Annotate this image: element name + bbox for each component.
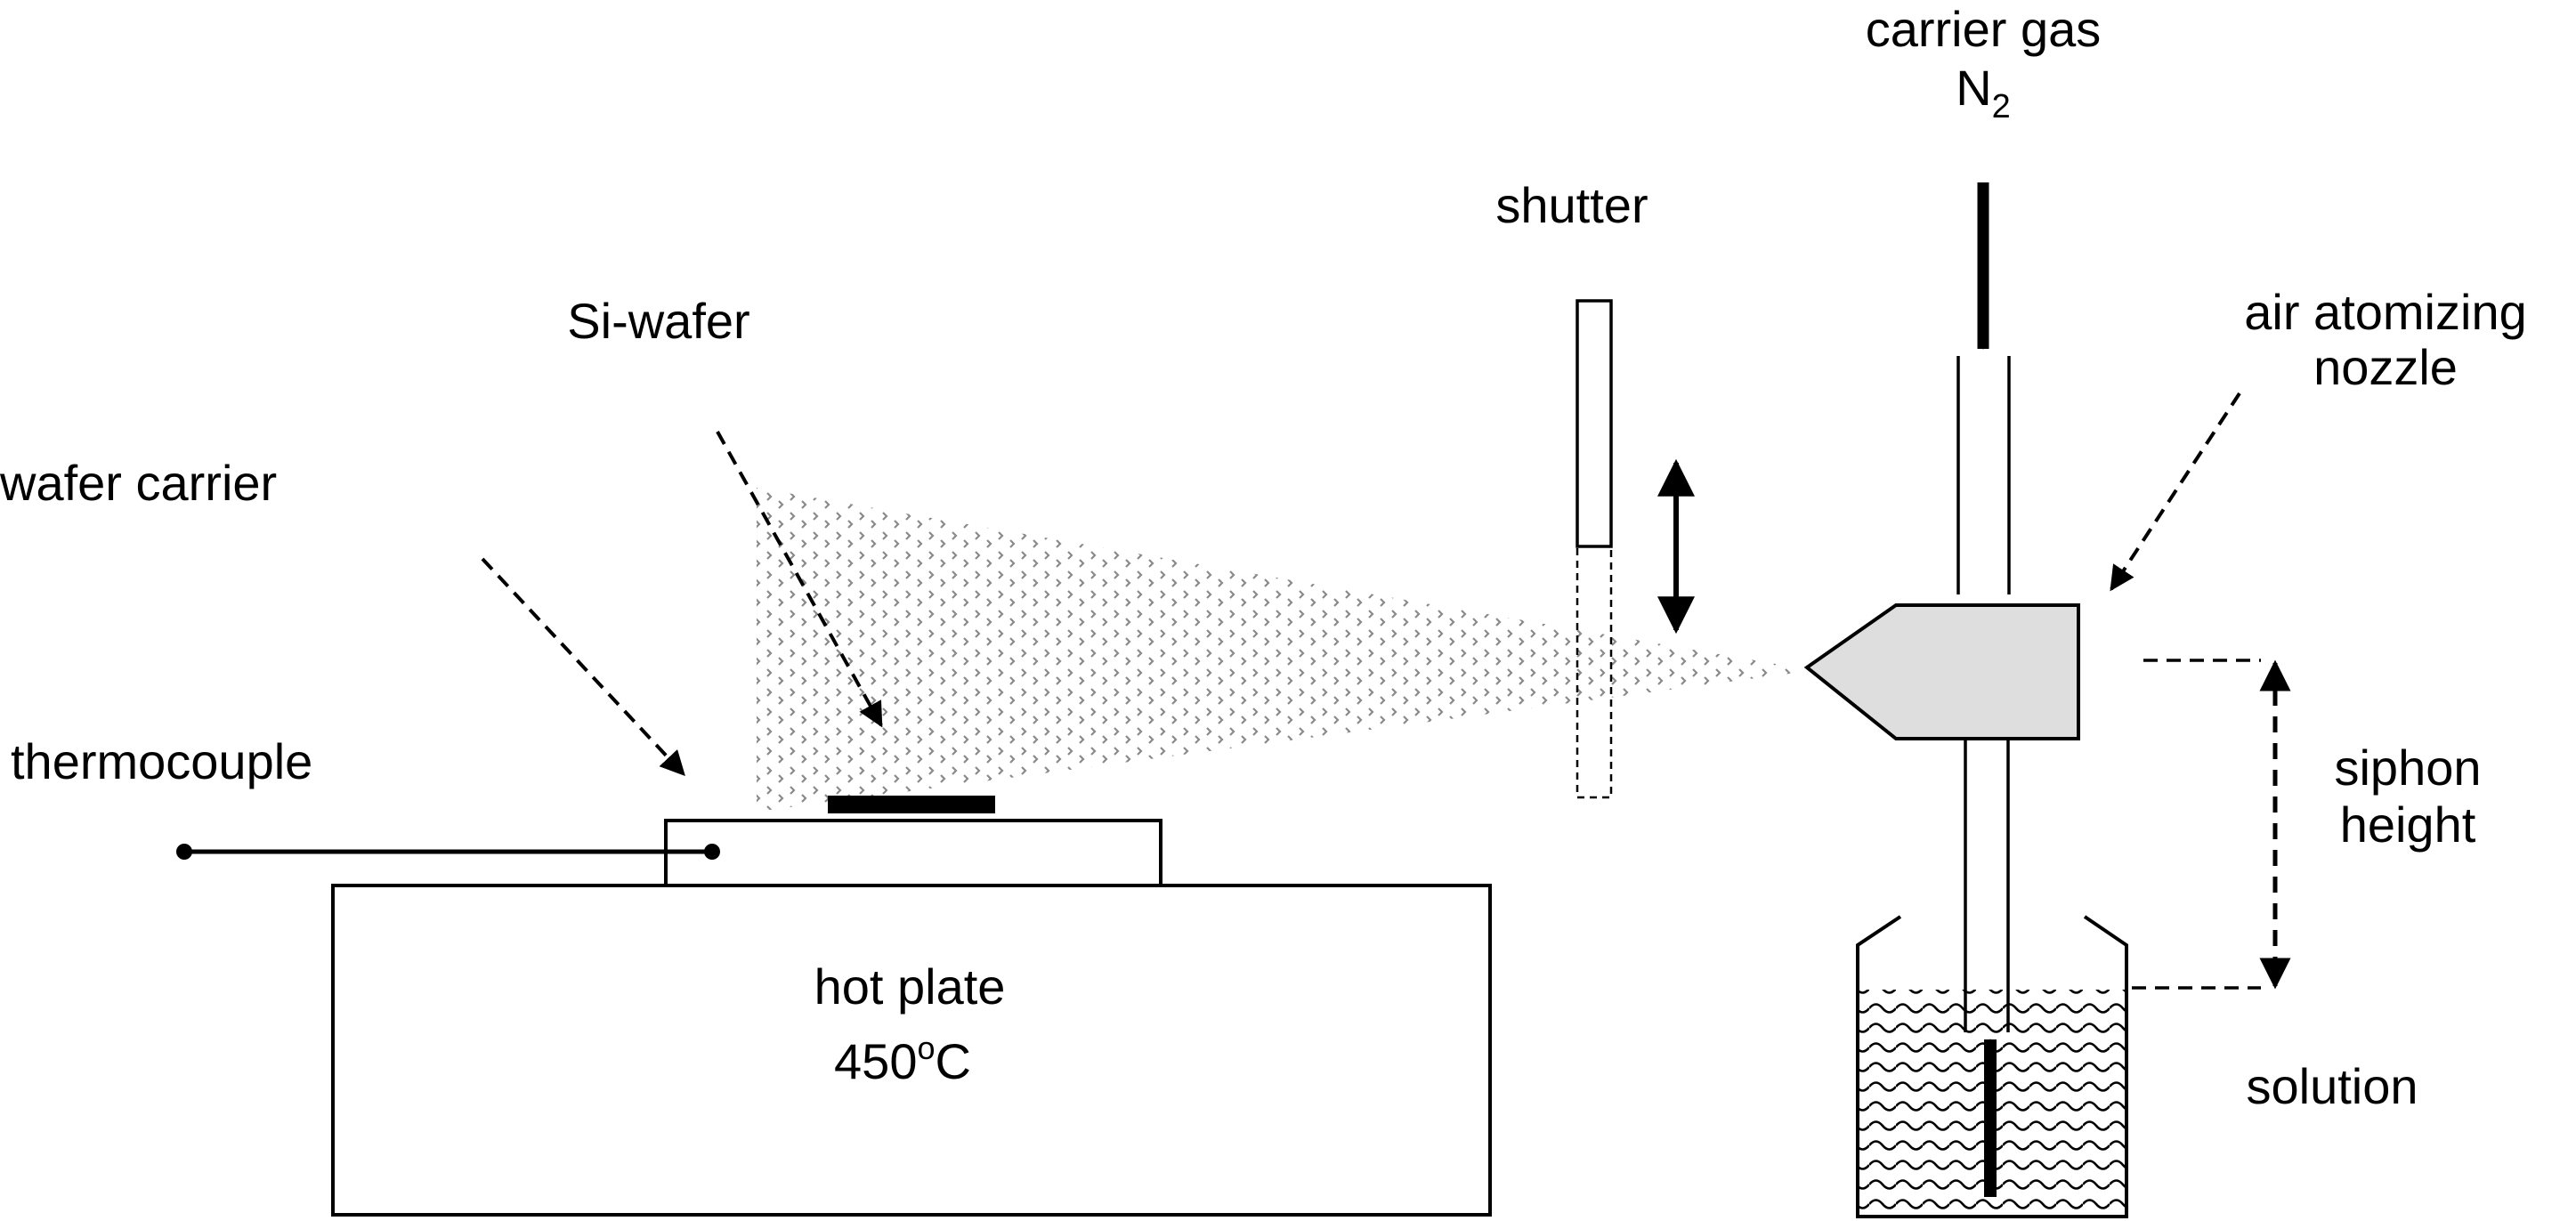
temperature-unit: C <box>936 1033 971 1089</box>
height-label: height <box>2340 796 2476 853</box>
si-wafer-pointer-arrow <box>716 431 883 728</box>
n2-label: N2 <box>1956 60 2011 125</box>
degree-superscript: o <box>917 1030 935 1066</box>
thermocouple-probe <box>176 844 720 860</box>
nozzle-pointer-arrow <box>2110 392 2241 592</box>
solution-label: solution <box>2246 1058 2418 1114</box>
solution-beaker <box>1856 915 2128 1218</box>
hot-plate-label: hot plate <box>814 958 1006 1015</box>
siphon-label: siphon <box>2334 740 2481 796</box>
carrier-gas-label: carrier gas <box>1866 1 2102 57</box>
shutter-label: shutter <box>1495 177 1648 233</box>
temperature-value: 450 <box>834 1033 917 1089</box>
wafer-carrier-label: wafer carrier <box>0 455 277 511</box>
si-wafer <box>828 796 995 813</box>
thermocouple-label: thermocouple <box>11 733 312 789</box>
si-wafer-label: Si-wafer <box>567 293 749 349</box>
n2-base: N <box>1956 60 1991 116</box>
hot-plate <box>331 884 1492 1217</box>
spray-cone <box>757 488 1796 812</box>
wafer-carrier-pointer-arrow <box>481 557 685 777</box>
n2-subscript: 2 <box>1992 88 2011 125</box>
shutter <box>1576 299 1613 799</box>
air-atomizing-label: air atomizing <box>2244 284 2526 340</box>
wafer-carrier <box>664 819 1162 887</box>
nozzle-label: nozzle <box>2313 339 2458 395</box>
air-atomizing-nozzle <box>1803 603 2080 740</box>
temperature-label: 450oC <box>834 1030 971 1089</box>
